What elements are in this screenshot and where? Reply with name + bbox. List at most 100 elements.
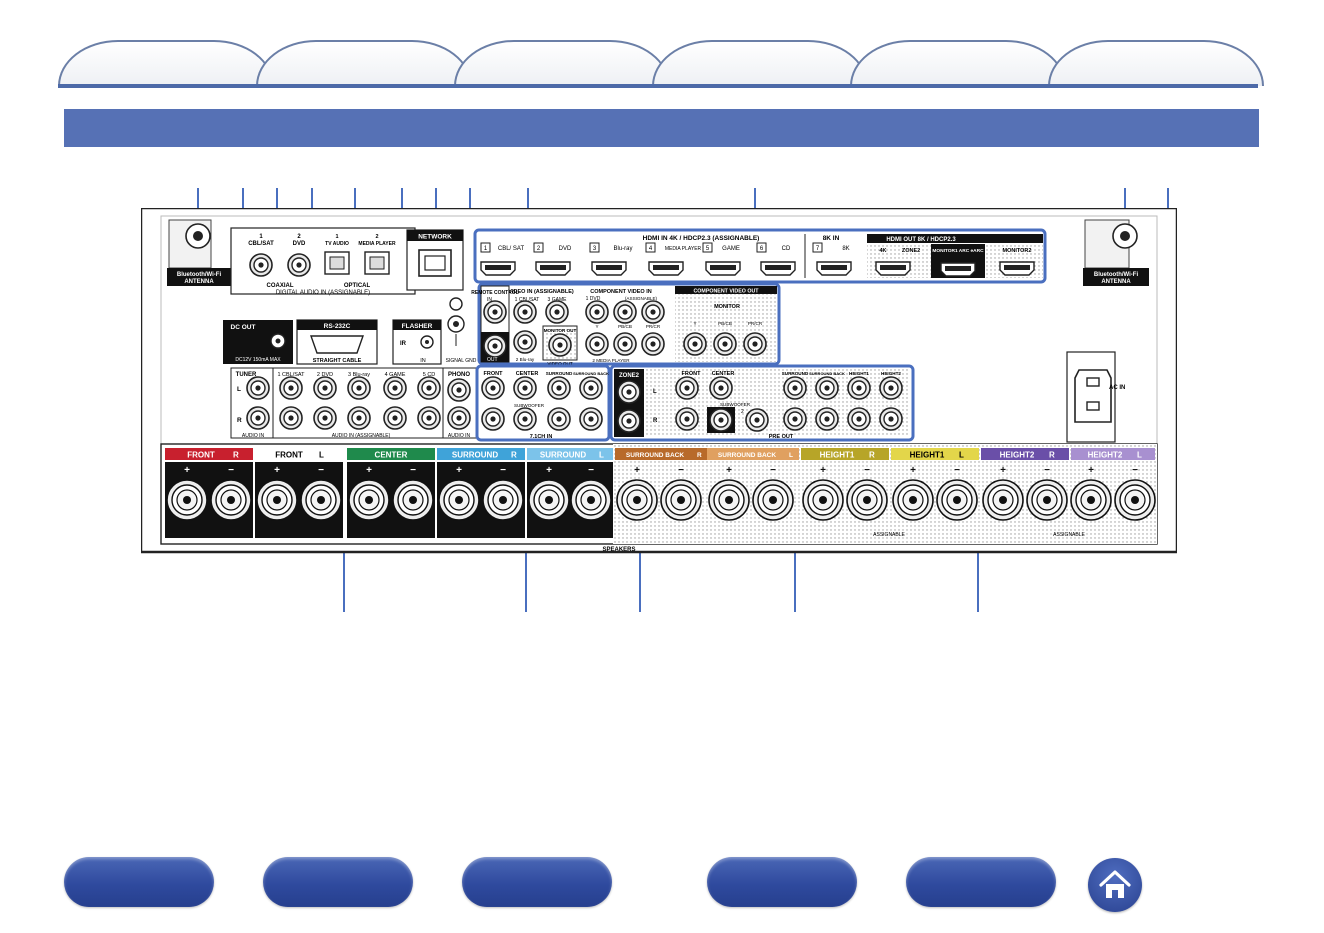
svg-text:CD: CD [782, 246, 791, 252]
svg-text:SURROUND: SURROUND [452, 451, 498, 460]
speaker-group-surround-back-l: SURROUND BACK L [707, 448, 799, 460]
speaker-front-l-plus [256, 479, 298, 521]
svg-text:TV AUDIO: TV AUDIO [325, 241, 349, 247]
svg-text:−: − [1044, 465, 1050, 476]
component-out-y-jack [683, 332, 707, 356]
svg-text:HEIGHT1: HEIGHT1 [820, 451, 855, 460]
svg-text:Bluetooth/Wi-Fi: Bluetooth/Wi-Fi [177, 272, 222, 278]
svg-text:5 CD: 5 CD [423, 372, 436, 378]
svg-text:+: + [546, 465, 552, 476]
hdmi-in-3[interactable]: 3 Blu-ray [589, 242, 633, 276]
speaker-surround-back-r-minus [660, 479, 702, 521]
svg-text:REMOTE CONTROL: REMOTE CONTROL [471, 290, 519, 296]
seven-ch-in-block: FRONT CENTER SURROUND SURROUND BACK SUBW… [475, 364, 611, 442]
nav-button-3[interactable] [462, 857, 612, 907]
component-in-1-pb-jack [613, 300, 637, 324]
section-title-bar [64, 109, 1259, 147]
svg-text:FLASHER: FLASHER [402, 323, 433, 330]
hdmi-in-7-8k[interactable]: 7 8K [812, 242, 852, 276]
audio-in-block: TUNER L R AUDIO IN 1 CBL/SAT 2 DVD 3 Blu… [230, 367, 478, 439]
video-block: REMOTE CONTROL IN OUT VIDEO IN (ASSIGNAB… [471, 282, 781, 366]
pre-subwoofer-1-jack [709, 408, 733, 432]
home-button[interactable] [1088, 858, 1142, 912]
speaker-surround-l-plus [528, 479, 570, 521]
svg-text:SPEAKERS: SPEAKERS [602, 547, 635, 553]
network-port[interactable]: NETWORK [406, 229, 464, 291]
hdmi-out-monitor1[interactable]: MONITOR1 ARC eARC [931, 244, 985, 278]
svg-text:AUDIO IN: AUDIO IN [448, 433, 471, 439]
component-out-pr-jack [743, 332, 767, 356]
tab-tips[interactable] [850, 40, 1066, 86]
hdmi-out-monitor2[interactable]: MONITOR2 [999, 248, 1035, 276]
svg-text:+: + [456, 465, 462, 476]
hdmi-in-1[interactable]: 1 CBL/ SAT [480, 242, 524, 276]
svg-text:R: R [237, 417, 242, 424]
svg-text:MEDIA PLAYER: MEDIA PLAYER [358, 241, 396, 247]
home-icon [1099, 870, 1131, 898]
svg-text:6: 6 [760, 246, 764, 252]
svg-text:SURROUND BACK: SURROUND BACK [626, 452, 684, 459]
tab-contents[interactable] [58, 40, 274, 86]
phono-l-jack [447, 378, 471, 402]
speaker-group-height1-r: HEIGHT1 R [801, 448, 889, 460]
tab-connections[interactable] [256, 40, 472, 86]
flasher-in-jack[interactable]: FLASHER IR IN [392, 319, 442, 365]
signal-gnd-terminal[interactable]: SIGNAL GND [446, 297, 477, 364]
svg-text:1: 1 [335, 234, 338, 240]
hdmi-in-block: HDMI IN 4K / HDCP2.3 (ASSIGNABLE) 1 CBL/… [473, 228, 1047, 284]
hdmi-out-4k[interactable]: 4K [875, 248, 911, 276]
hdmi-in-4[interactable]: 4 MEDIA PLAYER [645, 242, 702, 276]
svg-text:8K: 8K [842, 246, 849, 252]
coaxial-2-jack [287, 253, 311, 277]
dc-out-jack[interactable]: DC OUT DC12V 150mA MAX [223, 320, 293, 364]
hdmi-out-zone2[interactable]: ZONE2 [902, 248, 920, 254]
speaker-center-plus [348, 479, 390, 521]
7ch-front-r-jack [481, 407, 505, 431]
tab-settings[interactable] [652, 40, 868, 86]
svg-text:+: + [184, 465, 190, 476]
speaker-group-front-l: FRONT L [255, 448, 343, 460]
rs232c-port[interactable]: RS-232C STRAIGHT CABLE [296, 319, 378, 365]
svg-text:SUBWOOFER: SUBWOOFER [720, 402, 751, 407]
svg-text:ASSIGNABLE: ASSIGNABLE [1053, 532, 1085, 538]
speaker-surround-back-l-minus [752, 479, 794, 521]
nav-button-2[interactable] [263, 857, 413, 907]
svg-text:1 CBL/SAT: 1 CBL/SAT [277, 372, 305, 378]
nav-button-4[interactable] [707, 857, 857, 907]
nav-button-5[interactable] [906, 857, 1056, 907]
tab-playback[interactable] [454, 40, 670, 86]
pre-height1-r-jack [847, 407, 871, 431]
svg-text:R: R [653, 418, 658, 424]
tab-appendix[interactable] [1048, 40, 1264, 86]
svg-text:Bluetooth/Wi-Fi: Bluetooth/Wi-Fi [1094, 272, 1139, 278]
svg-text:HEIGHT2: HEIGHT2 [881, 371, 901, 376]
svg-text:MONITOR OUT: MONITOR OUT [544, 328, 577, 333]
svg-text:L: L [599, 451, 604, 460]
svg-text:R: R [511, 451, 517, 460]
ac-in-inlet[interactable]: AC IN [1066, 351, 1125, 443]
hdmi-in-6[interactable]: 6 CD [756, 242, 796, 276]
pre-height1-l-jack [847, 376, 871, 400]
svg-text:PR/CR: PR/CR [646, 324, 661, 329]
svg-text:SURROUND BACK: SURROUND BACK [718, 452, 776, 459]
svg-text:IN: IN [420, 358, 426, 364]
svg-text:MEDIA PLAYER: MEDIA PLAYER [665, 246, 702, 252]
7ch-surround-l-jack [547, 376, 571, 400]
antenna-left[interactable]: Bluetooth/Wi-Fi ANTENNA [167, 219, 231, 286]
svg-text:PHONO: PHONO [448, 372, 470, 378]
speaker-surround-l-minus [570, 479, 612, 521]
antenna-right[interactable]: Bluetooth/Wi-Fi ANTENNA [1083, 219, 1149, 286]
speaker-group-surround-back-r: SURROUND BACK R [615, 448, 707, 460]
svg-text:−: − [588, 465, 594, 476]
svg-text:HEIGHT2: HEIGHT2 [1000, 451, 1035, 460]
svg-text:OUT: OUT [487, 357, 498, 363]
svg-text:AUDIO IN (ASSIGNABLE): AUDIO IN (ASSIGNABLE) [332, 433, 391, 439]
svg-text:+: + [1088, 465, 1094, 476]
hdmi-in-5[interactable]: 5 GAME [702, 242, 741, 276]
nav-button-1[interactable] [64, 857, 214, 907]
hdmi-in-2[interactable]: 2 DVD [533, 242, 572, 276]
svg-text:2 DVD: 2 DVD [317, 372, 333, 378]
svg-text:COMPONENT VIDEO OUT: COMPONENT VIDEO OUT [693, 289, 759, 295]
svg-text:MONITOR1 ARC eARC: MONITOR1 ARC eARC [932, 248, 984, 254]
svg-text:CENTER: CENTER [375, 451, 408, 460]
